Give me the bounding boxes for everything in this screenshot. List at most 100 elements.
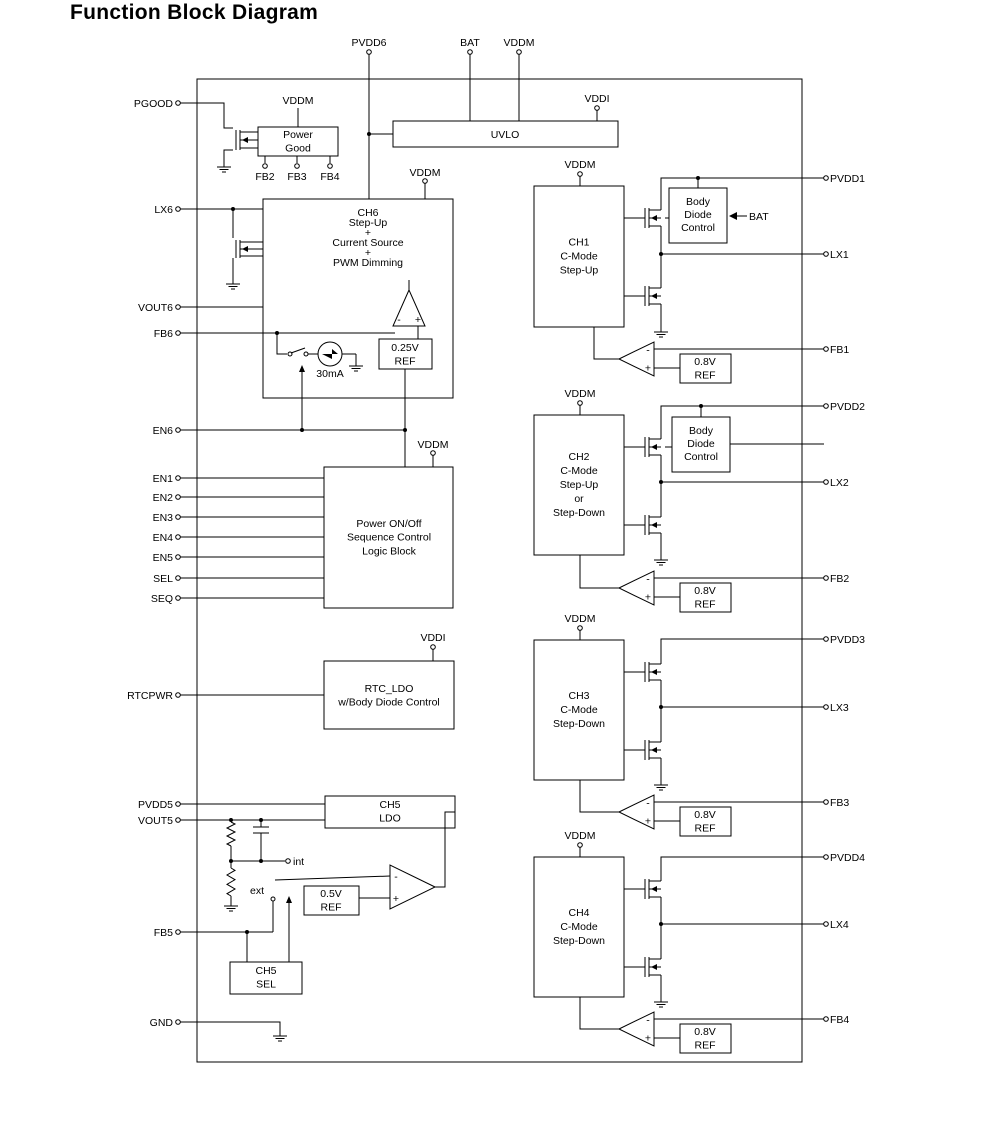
- pin-terminal: [175, 206, 181, 212]
- junction-dot: [300, 428, 304, 432]
- pin-label-pvdd1: PVDD1: [830, 173, 865, 185]
- ref-0p8v-block: [679, 806, 732, 837]
- ch2-label-line: Step-Down: [553, 507, 605, 519]
- pin-label-lx3: LX3: [830, 702, 849, 714]
- ch5-ldo-label-line: LDO: [379, 813, 401, 825]
- opamp-plus-sign: +: [645, 592, 651, 604]
- mosfet-arrow: [651, 669, 657, 675]
- switch-contact: [270, 896, 276, 902]
- junction-dot: [659, 252, 663, 256]
- wire: [593, 327, 619, 360]
- ch4-label-line: Step-Down: [553, 935, 605, 947]
- wire: [660, 177, 824, 210]
- vddm-label: VDDM: [565, 159, 596, 171]
- pin-terminal: [175, 575, 181, 581]
- ch6-ref-block: [378, 338, 433, 370]
- ch6-ref-label-line: REF: [395, 356, 416, 368]
- pin-terminal: [823, 251, 829, 257]
- pin-terminal: [577, 625, 583, 631]
- switch-control-arrow: [299, 365, 305, 372]
- logic-label-line: Power ON/Off: [356, 518, 421, 530]
- body-diode-label-line: Body: [686, 196, 711, 208]
- pin-label-en3: EN3: [153, 512, 174, 524]
- pin-label-en2: EN2: [153, 492, 174, 504]
- pin-terminal: [823, 799, 829, 805]
- pin-label-lx1: LX1: [830, 249, 849, 261]
- mosfet-arrow: [651, 215, 657, 221]
- pin-terminal: [594, 105, 600, 111]
- switch-blade: [274, 875, 391, 881]
- junction-dot: [659, 480, 663, 484]
- pin-label-sel: SEL: [153, 573, 173, 585]
- uvlo-label: UVLO: [491, 129, 520, 141]
- pin-terminal: [285, 858, 291, 864]
- wire: [579, 997, 619, 1030]
- pin-label-en5: EN5: [153, 552, 174, 564]
- pin-label-lx6: LX6: [154, 204, 173, 216]
- pin-terminal: [823, 921, 829, 927]
- mosfet-arrow: [651, 886, 657, 892]
- mosfet-arrow: [651, 964, 657, 970]
- resistor-icon: [226, 867, 236, 897]
- wire: [660, 638, 824, 664]
- pin-label-en1: EN1: [153, 473, 174, 485]
- pin-label-vddm-top: VDDM: [504, 37, 535, 49]
- ch4-label-line: CH4: [568, 907, 589, 919]
- opamp-plus-sign: +: [645, 363, 651, 375]
- opamp-plus-sign: +: [393, 893, 399, 905]
- pin-terminal: [516, 49, 522, 55]
- pin-label-pvdd6: PVDD6: [351, 37, 386, 49]
- pin-label-vout6: VOUT6: [138, 302, 173, 314]
- vddm-label: VDDM: [565, 388, 596, 400]
- vddi-label: VDDI: [420, 632, 445, 644]
- body-diode-control-block: [671, 416, 731, 473]
- pin-terminal: [577, 400, 583, 406]
- ch6-label-line: Current Source: [332, 237, 403, 249]
- pin-label-fb6: FB6: [154, 328, 173, 340]
- ch6-error-amplifier: [392, 288, 426, 327]
- pin-label-pvdd5: PVDD5: [138, 799, 173, 811]
- pin-terminal: [175, 929, 181, 935]
- pin-label-vout5: VOUT5: [138, 815, 173, 827]
- pin-terminal: [366, 49, 372, 55]
- pin-terminal: [430, 450, 436, 456]
- pin-terminal: [175, 475, 181, 481]
- power-good-label-line: Good: [285, 143, 311, 155]
- ch1-label-line: C-Mode: [560, 251, 598, 263]
- pin-terminal: [175, 427, 181, 433]
- ref-0p8v-block: [679, 1023, 732, 1054]
- wire: [223, 149, 233, 163]
- body-diode-label-line: Control: [681, 222, 715, 234]
- ref-0p8v-label-line: 0.8V: [694, 1026, 716, 1038]
- pin-terminal: [175, 100, 181, 106]
- wire: [276, 333, 287, 355]
- switch-control-arrow: [286, 896, 292, 903]
- mosfet-arrow: [651, 444, 657, 450]
- pin-label-gnd: GND: [150, 1017, 174, 1029]
- ch6-label-line: Step-Up: [349, 217, 388, 229]
- ch1-label-line: Step-Up: [560, 265, 599, 277]
- pin-terminal: [823, 704, 829, 710]
- pin-label-fb1: FB1: [830, 344, 849, 356]
- pin-terminal: [175, 1019, 181, 1025]
- vddm-label: VDDM: [410, 167, 441, 179]
- vddm-label: VDDM: [418, 439, 449, 451]
- opamp-minus-sign: -: [397, 314, 401, 326]
- bat-label: BAT: [749, 211, 769, 223]
- ch5-sel-label-line: CH5: [255, 965, 276, 977]
- pin-terminal: [823, 403, 829, 409]
- pin-terminal: [175, 692, 181, 698]
- mosfet-arrow: [651, 293, 657, 299]
- switch-contact: [303, 351, 309, 357]
- pin-label-pvdd3: PVDD3: [830, 634, 865, 646]
- current-label: 30mA: [316, 368, 343, 380]
- mosfet-arrow: [651, 522, 657, 528]
- ref-0p8v-block: [679, 582, 732, 613]
- pin-label-seq: SEQ: [151, 593, 173, 605]
- ref-0p8v-block: [679, 353, 732, 384]
- ch6-ref-label-line: 0.25V: [391, 342, 418, 354]
- wire: [660, 405, 824, 439]
- ch1-label-line: CH1: [568, 237, 589, 249]
- pin-terminal: [175, 304, 181, 310]
- ch2-label-line: C-Mode: [560, 465, 598, 477]
